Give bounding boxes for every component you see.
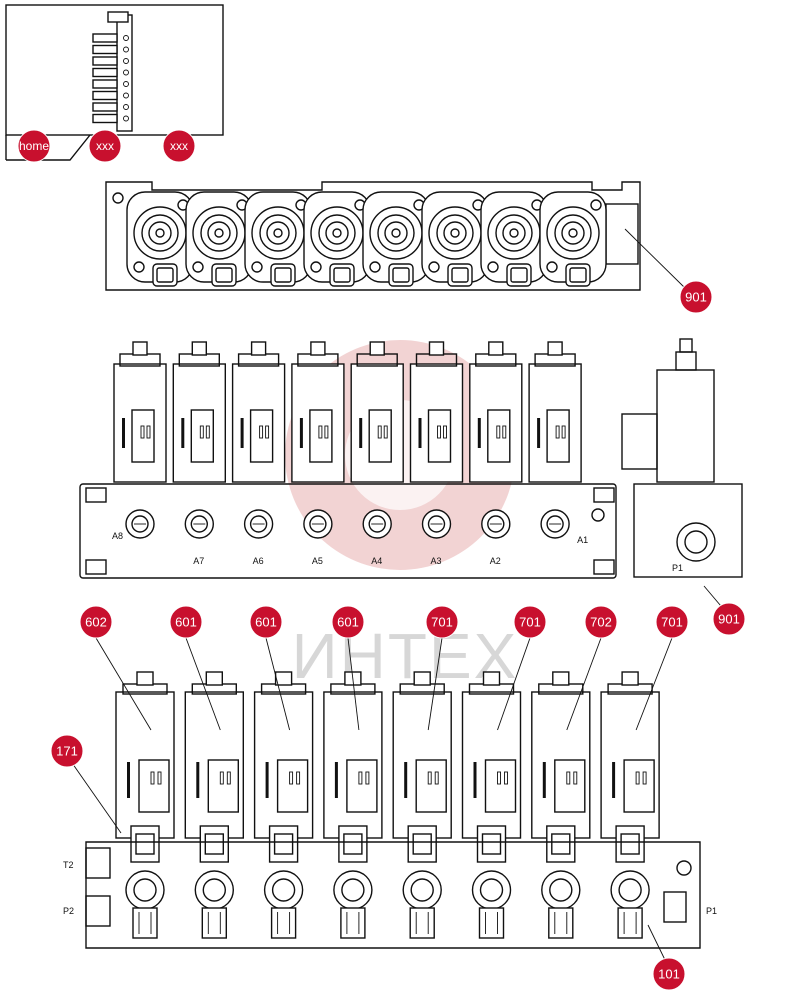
front-port: A1 bbox=[540, 509, 588, 545]
callout-part[interactable]: 702 bbox=[584, 605, 618, 639]
front-port: A4 bbox=[362, 509, 392, 566]
front-view-coil bbox=[291, 341, 345, 483]
svg-text:901: 901 bbox=[718, 612, 740, 627]
thumbnail-coil bbox=[92, 44, 129, 55]
callout-part-label: 701 bbox=[431, 615, 453, 630]
front-port-label: A6 bbox=[253, 556, 264, 566]
callout-part[interactable]: 701 bbox=[513, 605, 547, 639]
top-view-coil bbox=[539, 191, 607, 287]
svg-text:xxx: xxx bbox=[170, 139, 188, 153]
thumbnail-valve-block bbox=[92, 11, 133, 132]
thumbnail-coil bbox=[92, 56, 129, 66]
front-port-label: A4 bbox=[371, 556, 382, 566]
callout-part-label: 701 bbox=[519, 615, 541, 630]
thumbnail-coil bbox=[92, 67, 129, 78]
front-port: A5 bbox=[303, 509, 333, 566]
next-button[interactable]: xxx bbox=[162, 129, 196, 163]
side-port-label: P1 bbox=[672, 563, 683, 573]
port-p1-label: P1 bbox=[706, 906, 717, 916]
svg-text:101: 101 bbox=[658, 967, 680, 982]
bottom-view-coil bbox=[184, 671, 245, 939]
front-view-coil bbox=[409, 341, 464, 483]
side-view: P1 bbox=[621, 338, 743, 578]
front-port-label: A7 bbox=[193, 556, 204, 566]
callout-part[interactable]: 701 bbox=[425, 605, 459, 639]
callout-front-view[interactable]: 901 bbox=[712, 602, 746, 636]
thumbnail-box bbox=[5, 4, 224, 161]
bottom-view-coil bbox=[531, 671, 591, 939]
front-port: A3 bbox=[421, 509, 452, 566]
front-view-coil bbox=[350, 341, 404, 483]
leader-line bbox=[497, 637, 531, 731]
callout-part-label: 602 bbox=[85, 615, 107, 630]
callout-base[interactable]: 101 bbox=[652, 957, 686, 991]
front-view-coil bbox=[113, 341, 167, 483]
front-view-coil bbox=[528, 341, 582, 483]
callout-part[interactable]: 601 bbox=[249, 605, 283, 639]
leader-line bbox=[185, 637, 221, 731]
thumbnail-coil bbox=[92, 102, 129, 112]
leader-line bbox=[566, 637, 602, 731]
front-port-label: A8 bbox=[112, 531, 123, 541]
leader-line bbox=[427, 637, 443, 731]
port-p2-label: P2 bbox=[63, 906, 74, 916]
top-view-coil bbox=[185, 191, 253, 287]
callout-part-label: 702 bbox=[590, 615, 612, 630]
bottom-view-coil bbox=[600, 671, 660, 939]
bottom-view-coil bbox=[115, 671, 175, 939]
front-view-coil bbox=[231, 341, 286, 483]
thumbnail-coil bbox=[92, 33, 129, 43]
callout-part-label: 601 bbox=[255, 615, 277, 630]
svg-text:home: home bbox=[19, 139, 49, 153]
bottom-view: T2 P2 P1 bbox=[63, 671, 717, 949]
callout-part[interactable]: 701 bbox=[655, 605, 689, 639]
front-view-coil bbox=[469, 341, 523, 483]
thumbnail-coil bbox=[92, 113, 129, 124]
top-view-coil bbox=[421, 191, 489, 287]
callout-part-label: 701 bbox=[661, 615, 683, 630]
front-port: A2 bbox=[481, 509, 511, 566]
home-button[interactable]: home bbox=[17, 129, 51, 163]
front-port-label: A3 bbox=[431, 556, 442, 566]
watermark-text: ИНТЕХ bbox=[292, 620, 519, 692]
thumbnail-coil bbox=[92, 79, 129, 89]
top-view-coil bbox=[362, 191, 430, 287]
svg-text:901: 901 bbox=[685, 290, 707, 305]
leader-line bbox=[95, 637, 152, 731]
top-view-coil bbox=[480, 191, 548, 287]
leader-line bbox=[635, 637, 673, 731]
leader-line bbox=[265, 637, 291, 731]
callout-part[interactable]: 601 bbox=[331, 605, 365, 639]
top-view-coil bbox=[126, 191, 194, 287]
bottom-view-coil bbox=[392, 671, 452, 939]
leader-lines bbox=[69, 228, 727, 965]
front-port-label: A2 bbox=[490, 556, 501, 566]
bottom-view-coil bbox=[323, 671, 383, 939]
front-port: A6 bbox=[243, 509, 274, 566]
leader-line bbox=[347, 637, 360, 731]
front-port-label: A5 bbox=[312, 556, 323, 566]
svg-text:xxx: xxx bbox=[96, 139, 114, 153]
bottom-view-coil bbox=[461, 671, 522, 939]
top-view bbox=[105, 181, 641, 291]
thumbnail-coil bbox=[92, 90, 129, 101]
bottom-view-coil bbox=[253, 671, 314, 939]
top-view-coil bbox=[303, 191, 371, 287]
prev-button[interactable]: xxx bbox=[88, 129, 122, 163]
port-t2-label: T2 bbox=[63, 860, 74, 870]
callout-part-label: 601 bbox=[337, 615, 359, 630]
callout-part[interactable]: 602 bbox=[79, 605, 113, 639]
front-port: A8 bbox=[112, 509, 155, 541]
svg-text:171: 171 bbox=[56, 744, 78, 759]
callout-part-label: 601 bbox=[175, 615, 197, 630]
front-port-label: A1 bbox=[577, 535, 588, 545]
callout-side-left[interactable]: 171 bbox=[50, 734, 84, 768]
front-port: A7 bbox=[184, 509, 215, 566]
top-view-coil bbox=[244, 191, 312, 287]
callout-part[interactable]: 601 bbox=[169, 605, 203, 639]
callout-top-view[interactable]: 901 bbox=[679, 280, 713, 314]
front-view-coil bbox=[172, 341, 227, 483]
